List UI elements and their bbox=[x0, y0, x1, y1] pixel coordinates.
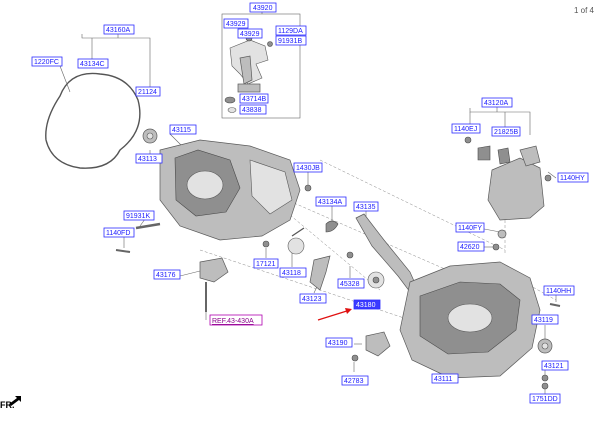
svg-text:43920: 43920 bbox=[253, 5, 273, 12]
part-label[interactable]: 1140FY bbox=[455, 222, 485, 233]
part-label[interactable]: 42783 bbox=[341, 375, 369, 386]
part-label[interactable]: 17121 bbox=[253, 258, 279, 269]
svg-text:43190: 43190 bbox=[328, 340, 348, 347]
svg-text:43135: 43135 bbox=[356, 204, 376, 211]
page-indicator: 1 of 4 bbox=[573, 6, 594, 15]
highlight-arrow bbox=[317, 308, 352, 321]
part-label[interactable]: 43123 bbox=[299, 293, 327, 304]
callout-lines bbox=[59, 9, 557, 396]
svg-text:1140FY: 1140FY bbox=[458, 225, 482, 232]
svg-text:43119: 43119 bbox=[534, 317, 553, 324]
svg-text:17121: 17121 bbox=[256, 261, 276, 268]
part-label[interactable]: 43176 bbox=[153, 269, 181, 280]
part-label[interactable]: 43134A bbox=[315, 196, 347, 207]
svg-text:43176: 43176 bbox=[156, 272, 176, 279]
svg-text:42783: 42783 bbox=[344, 378, 364, 385]
svg-text:43113: 43113 bbox=[138, 156, 157, 163]
svg-text:21124: 21124 bbox=[138, 89, 157, 96]
part-label[interactable]: 43111 bbox=[431, 373, 459, 384]
part-label[interactable]: 91931B bbox=[275, 35, 307, 46]
reference-label[interactable]: REF.43-430A bbox=[209, 314, 263, 326]
part-label[interactable]: 43929 bbox=[223, 18, 249, 29]
svg-text:45328: 45328 bbox=[340, 281, 360, 288]
svg-text:1751DD: 1751DD bbox=[532, 396, 558, 403]
svg-text:91931B: 91931B bbox=[278, 38, 302, 45]
part-label[interactable]: 43190 bbox=[325, 337, 353, 348]
part-label[interactable]: 43119 bbox=[531, 314, 559, 325]
svg-text:43929: 43929 bbox=[240, 31, 260, 38]
svg-text:42620: 42620 bbox=[460, 244, 480, 251]
part-label[interactable]: 43121 bbox=[541, 360, 569, 371]
part-label[interactable]: 43134C bbox=[77, 58, 109, 69]
svg-text:REF.43-430A: REF.43-430A bbox=[212, 318, 254, 325]
svg-text:1129DA: 1129DA bbox=[278, 28, 303, 35]
part-label[interactable]: 91931K bbox=[123, 210, 155, 221]
part-label[interactable]: 43929 bbox=[237, 28, 263, 39]
part-label[interactable]: 43118 bbox=[279, 267, 307, 278]
part-label[interactable]: 1140HH bbox=[543, 285, 575, 296]
part-label[interactable]: 1430JB bbox=[293, 162, 323, 173]
part-label[interactable]: 1140HY bbox=[557, 172, 589, 183]
seal-plate-parts bbox=[287, 220, 354, 291]
part-label[interactable]: 43120A bbox=[481, 97, 513, 108]
part-label[interactable]: 1140EJ bbox=[451, 123, 481, 134]
svg-text:43123: 43123 bbox=[302, 296, 322, 303]
part-label[interactable]: 21124 bbox=[135, 86, 161, 97]
part-label[interactable]: 43714B bbox=[239, 93, 269, 104]
svg-text:91931K: 91931K bbox=[126, 213, 150, 220]
svg-text:43160A: 43160A bbox=[106, 27, 130, 34]
front-orientation-label: FR. bbox=[0, 400, 15, 410]
mount-bracket bbox=[464, 136, 561, 390]
front-arrow-icon bbox=[9, 396, 21, 406]
part-label[interactable]: 43113 bbox=[135, 153, 163, 164]
part-label[interactable]: 1751DD bbox=[529, 393, 561, 404]
part-label[interactable]: 42620 bbox=[457, 241, 485, 252]
part-label[interactable]: 43160A bbox=[103, 24, 135, 35]
svg-text:43120A: 43120A bbox=[484, 100, 508, 107]
svg-text:43714B: 43714B bbox=[242, 96, 266, 103]
svg-text:1140EJ: 1140EJ bbox=[454, 126, 477, 133]
svg-text:1140FD: 1140FD bbox=[106, 230, 130, 237]
svg-text:1430JB: 1430JB bbox=[296, 165, 320, 172]
svg-text:43838: 43838 bbox=[242, 107, 262, 114]
left-hardware bbox=[115, 184, 312, 312]
svg-text:43929: 43929 bbox=[226, 21, 246, 28]
gasket bbox=[45, 72, 158, 169]
part-label[interactable]: 45328 bbox=[337, 278, 365, 289]
svg-text:21825B: 21825B bbox=[494, 129, 518, 136]
part-label[interactable]: 43135 bbox=[353, 201, 379, 212]
svg-text:43118: 43118 bbox=[282, 270, 301, 277]
clutch-housing bbox=[159, 139, 301, 241]
part-label[interactable]: 1140FD bbox=[103, 227, 135, 238]
part-label[interactable]: 21825B bbox=[491, 126, 521, 137]
svg-text:43121: 43121 bbox=[544, 363, 564, 370]
shift-lever bbox=[355, 213, 419, 293]
svg-text:43134A: 43134A bbox=[318, 199, 342, 206]
svg-text:1140HH: 1140HH bbox=[546, 288, 571, 295]
svg-text:43111: 43111 bbox=[434, 376, 453, 383]
sensor-parts bbox=[351, 331, 391, 362]
part-label-highlighted[interactable]: 43180 bbox=[353, 299, 381, 310]
svg-text:43180: 43180 bbox=[356, 302, 376, 309]
part-labels: 43920 43929 43929 1129DA 91931B 43714B 4… bbox=[31, 2, 589, 404]
svg-text:43134C: 43134C bbox=[80, 61, 105, 68]
svg-text:1220FC: 1220FC bbox=[34, 59, 59, 66]
part-label[interactable]: 43920 bbox=[249, 2, 277, 13]
part-label[interactable]: 43838 bbox=[239, 104, 267, 115]
svg-text:1140HY: 1140HY bbox=[560, 175, 585, 182]
svg-text:43115: 43115 bbox=[172, 127, 191, 134]
part-label[interactable]: 43115 bbox=[169, 124, 197, 135]
transmission-case bbox=[399, 261, 553, 379]
part-label[interactable]: 1129DA bbox=[275, 25, 307, 36]
shift-mechanism-group bbox=[224, 34, 273, 113]
part-label[interactable]: 1220FC bbox=[31, 56, 63, 67]
